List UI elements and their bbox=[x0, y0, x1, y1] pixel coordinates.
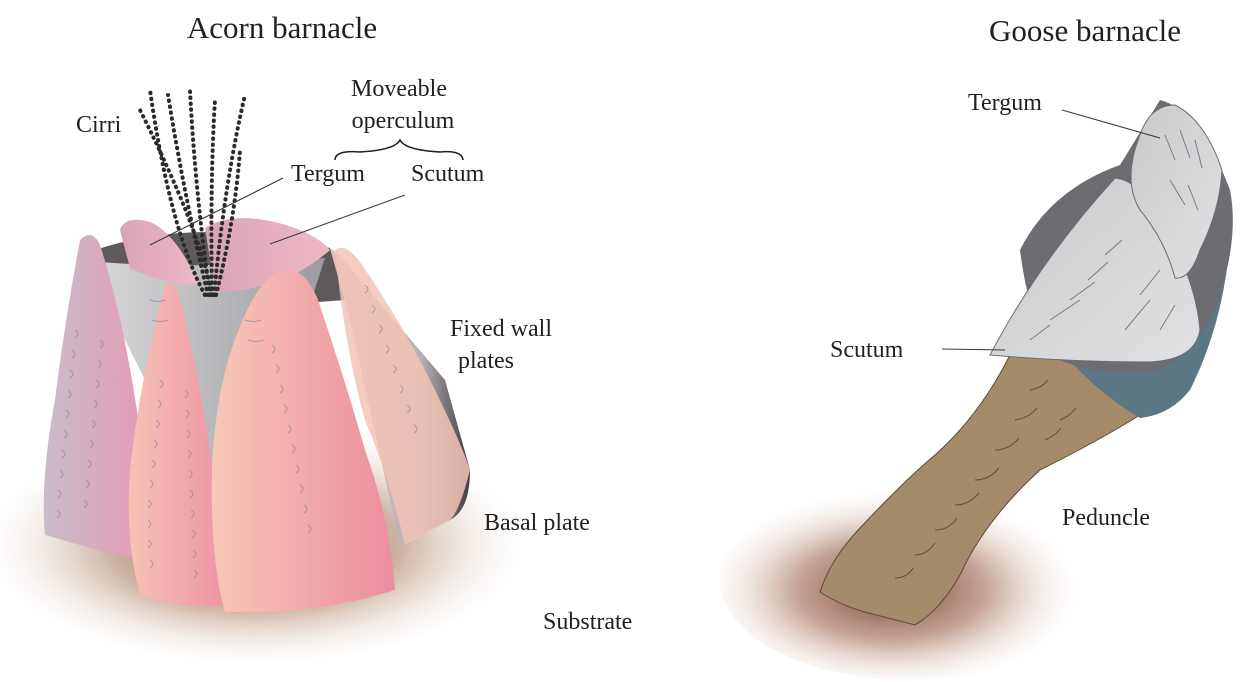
goose-tergum-leader bbox=[1061, 109, 1161, 139]
goose-scutum-leader bbox=[941, 348, 1006, 351]
acorn-scutum-plate bbox=[205, 218, 330, 292]
cirri-label: Cirri bbox=[76, 112, 122, 138]
wall-plates-label-line1: Fixed wall bbox=[450, 316, 552, 342]
acorn-plate-pink-center bbox=[211, 269, 395, 612]
operculum-label-line1: Moveable bbox=[351, 76, 447, 102]
acorn-tergum-leader bbox=[149, 177, 284, 246]
acorn-barnacle: Acorn barnacle Cirri Moveable operculum … bbox=[0, 10, 632, 665]
goose-tergum-label: Tergum bbox=[968, 90, 1042, 116]
acorn-scutum-label: Scutum bbox=[411, 161, 485, 187]
acorn-plate-pink-right bbox=[335, 247, 470, 545]
peduncle-label: Peduncle bbox=[1062, 505, 1150, 531]
wall-plates-label-line2: plates bbox=[458, 348, 514, 374]
goose-barnacle: Goose barnacle Tergum Scutum Peduncle bbox=[720, 13, 1233, 680]
operculum-brace bbox=[334, 138, 464, 161]
acorn-tergum-plate bbox=[120, 219, 200, 285]
acorn-scutum-leader bbox=[269, 194, 406, 245]
acorn-tergum-label: Tergum bbox=[291, 161, 365, 187]
acorn-growth-lines bbox=[56, 284, 418, 579]
acorn-cirri bbox=[138, 88, 247, 297]
substrate-label: Substrate bbox=[543, 609, 632, 635]
operculum-label-line2: operculum bbox=[352, 108, 455, 134]
peduncle-ridges bbox=[894, 379, 1077, 579]
goose-tergum-striations bbox=[1164, 129, 1203, 211]
goose-scutum-striations bbox=[1029, 239, 1176, 341]
basal-plate-label: Basal plate bbox=[484, 510, 590, 536]
acorn-title: Acorn barnacle bbox=[187, 10, 377, 45]
goose-scutum-label: Scutum bbox=[830, 337, 904, 363]
acorn-plate-pink-left bbox=[128, 283, 225, 607]
goose-title: Goose barnacle bbox=[989, 13, 1181, 48]
acorn-plate-mauve-left bbox=[43, 235, 150, 560]
goose-peduncle bbox=[819, 354, 1141, 626]
